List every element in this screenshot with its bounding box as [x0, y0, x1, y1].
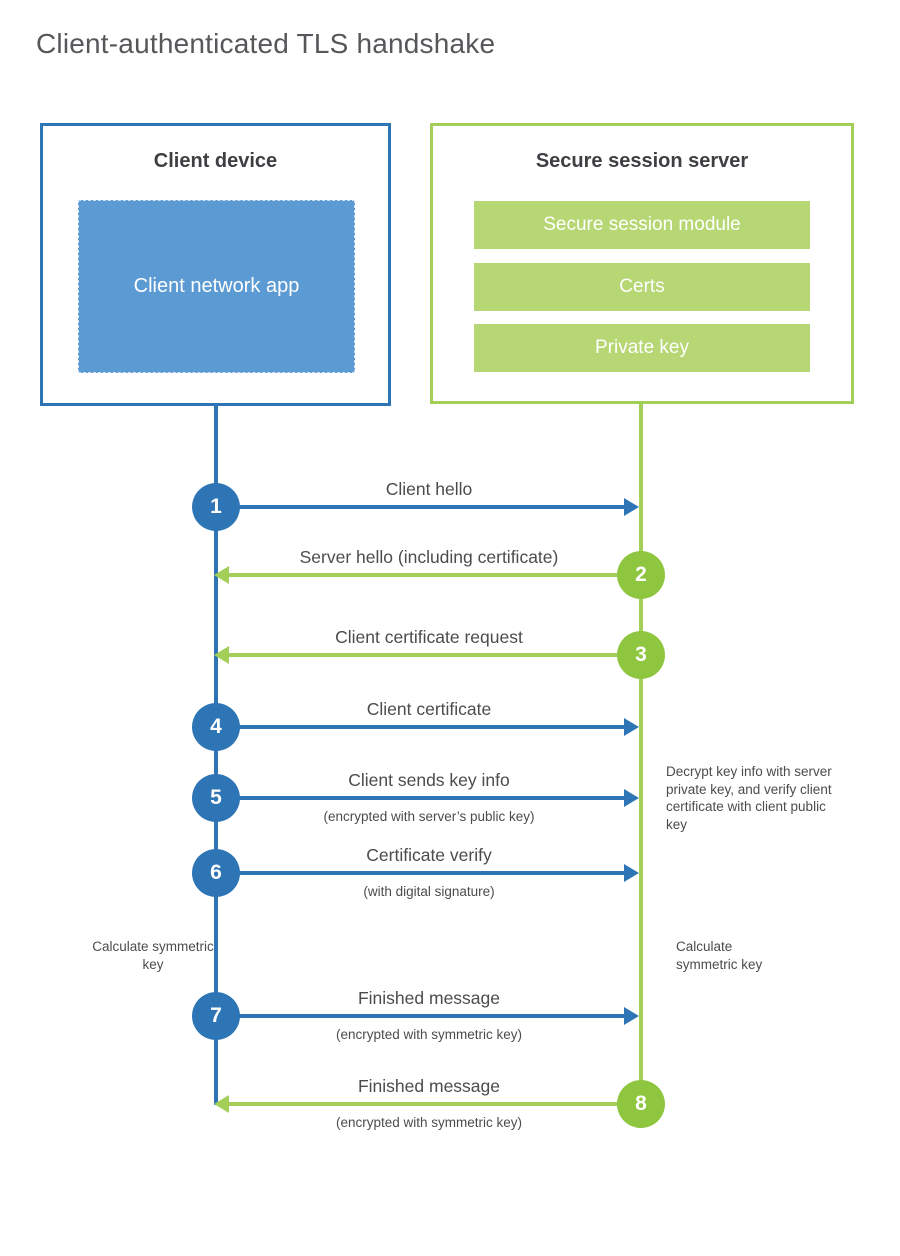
calculate-symmetric-key-note-server: Calculate symmetric key [676, 939, 763, 972]
step-6-label: Certificate verify [366, 845, 492, 865]
step-5-label: Client sends key info [348, 770, 510, 790]
private-key-label: Private key [595, 337, 689, 358]
step-2-arrow-line [228, 573, 617, 577]
secure-session-module-bar: Secure session module [474, 201, 810, 249]
step-4-number: 4 [210, 715, 222, 738]
step-2-number: 2 [635, 563, 647, 586]
step-6-number-badge: 6 [192, 849, 240, 897]
step-7-number: 7 [210, 1004, 222, 1027]
step-8-arrow-line [228, 1102, 617, 1106]
step-5-number: 5 [210, 786, 222, 809]
step-3-arrowhead-left-icon [214, 646, 229, 664]
step-3-label: Client certificate request [335, 627, 523, 647]
client-lifeline [214, 406, 218, 1105]
step-3-arrow-line [228, 653, 617, 657]
calculate-symmetric-key-note-client: Calculate symmetric key [92, 939, 214, 972]
secure-session-server-title: Secure session server [535, 150, 749, 172]
step-4-arrowhead-right-icon [624, 718, 639, 736]
step-1-number: 1 [210, 495, 222, 518]
certs-label: Certs [619, 276, 665, 297]
step-8-sublabel: (encrypted with symmetric key) [335, 1115, 523, 1130]
step-4-label: Client certificate [366, 699, 492, 719]
step-6-arrow-line [238, 871, 624, 875]
step-1-label: Client hello [385, 479, 473, 499]
step-1-arrow-line [238, 505, 624, 509]
step-7-label: Finished message [357, 988, 501, 1008]
step-2-arrowhead-left-icon [214, 566, 229, 584]
step-5-sublabel: (encrypted with server’s public key) [323, 809, 535, 824]
step-7-arrowhead-right-icon [624, 1007, 639, 1025]
page-title: Client-authenticated TLS handshake [36, 28, 496, 59]
step-5-number-badge: 5 [192, 774, 240, 822]
step-6-arrowhead-right-icon [624, 864, 639, 882]
step-3-number-badge: 3 [617, 631, 665, 679]
step-2-label: Server hello (including certificate) [299, 547, 559, 567]
step-5-arrowhead-right-icon [624, 789, 639, 807]
step-3-number: 3 [635, 643, 647, 666]
client-network-app-box: Client network app [78, 200, 355, 373]
step-1-arrowhead-right-icon [624, 498, 639, 516]
private-key-bar: Private key [474, 324, 810, 372]
step-7-arrow-line [238, 1014, 624, 1018]
certs-bar: Certs [474, 263, 810, 311]
step-4-arrow-line [238, 725, 624, 729]
step-8-arrowhead-left-icon [214, 1095, 229, 1113]
step-8-number: 8 [635, 1092, 647, 1115]
step-7-number-badge: 7 [192, 992, 240, 1040]
step-8-label: Finished message [357, 1076, 501, 1096]
client-network-app-label: Client network app [133, 275, 300, 297]
step-1-number-badge: 1 [192, 483, 240, 531]
client-device-title: Client device [153, 150, 278, 172]
decrypt-key-note: Decrypt key info with server private key… [666, 764, 832, 832]
step-6-number: 6 [210, 861, 222, 884]
step-5-arrow-line [238, 796, 624, 800]
step-4-number-badge: 4 [192, 703, 240, 751]
step-2-number-badge: 2 [617, 551, 665, 599]
step-6-sublabel: (with digital signature) [363, 884, 495, 899]
server-lifeline [639, 404, 643, 1104]
step-8-number-badge: 8 [617, 1080, 665, 1128]
step-7-sublabel: (encrypted with symmetric key) [335, 1027, 523, 1042]
secure-session-module-label: Secure session module [543, 214, 741, 235]
